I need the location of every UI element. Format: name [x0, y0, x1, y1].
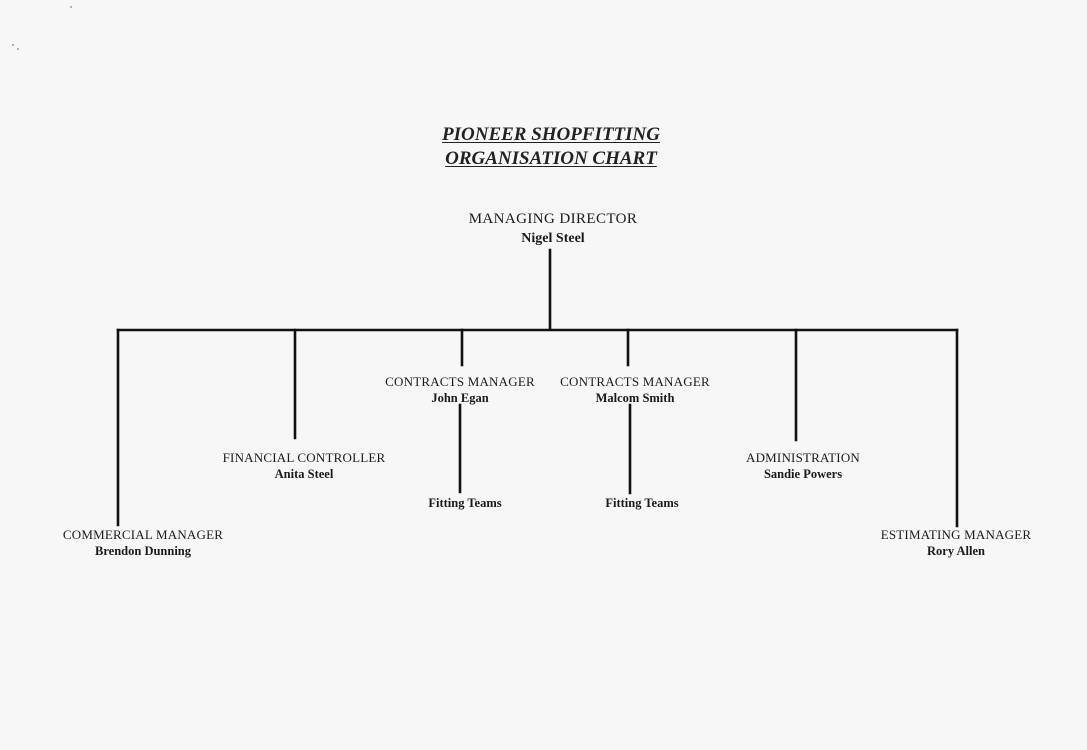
node-role: ADMINISTRATION: [745, 450, 861, 465]
node-administration: ADMINISTRATION Sandie Powers: [746, 450, 860, 482]
node-role: CONTRACTS MANAGER: [560, 374, 710, 389]
node-person: John Egan: [431, 391, 489, 405]
scan-speck: [70, 6, 72, 8]
node-managing-director: MANAGING DIRECTOR Nigel Steel: [469, 210, 638, 248]
node-person: Rory Allen: [927, 544, 985, 558]
chart-title-line-2: ORGANISATION CHART: [445, 148, 657, 169]
scan-speck: [12, 44, 14, 46]
node-financial-controller: FINANCIAL CONTROLLER Anita Steel: [223, 450, 386, 482]
node-role: COMMERCIAL MANAGER: [62, 527, 224, 542]
node-role: CONTRACTS MANAGER: [385, 374, 535, 389]
fitting-teams-2: Fitting Teams: [605, 496, 679, 510]
node-estimating-manager: ESTIMATING MANAGER Rory Allen: [881, 527, 1032, 559]
scan-speck: [17, 48, 19, 50]
node-role: FINANCIAL CONTROLLER: [222, 450, 386, 465]
chart-title-line-1: PIONEER SHOPFITTING: [442, 124, 660, 145]
node-contracts-manager-1: CONTRACTS MANAGER John Egan: [385, 374, 535, 406]
node-person: Anita Steel: [274, 467, 334, 481]
node-person: Malcom Smith: [595, 391, 675, 405]
node-commercial-manager: COMMERCIAL MANAGER Brendon Dunning: [63, 527, 223, 559]
node-person: Sandie Powers: [763, 467, 843, 481]
node-role: ESTIMATING MANAGER: [880, 527, 1032, 542]
node-person: Nigel Steel: [521, 231, 585, 246]
node-role: MANAGING DIRECTOR: [468, 211, 638, 227]
fitting-teams-1: Fitting Teams: [428, 496, 502, 510]
node-person: Brendon Dunning: [95, 544, 191, 558]
node-contracts-manager-2: CONTRACTS MANAGER Malcom Smith: [560, 374, 710, 406]
